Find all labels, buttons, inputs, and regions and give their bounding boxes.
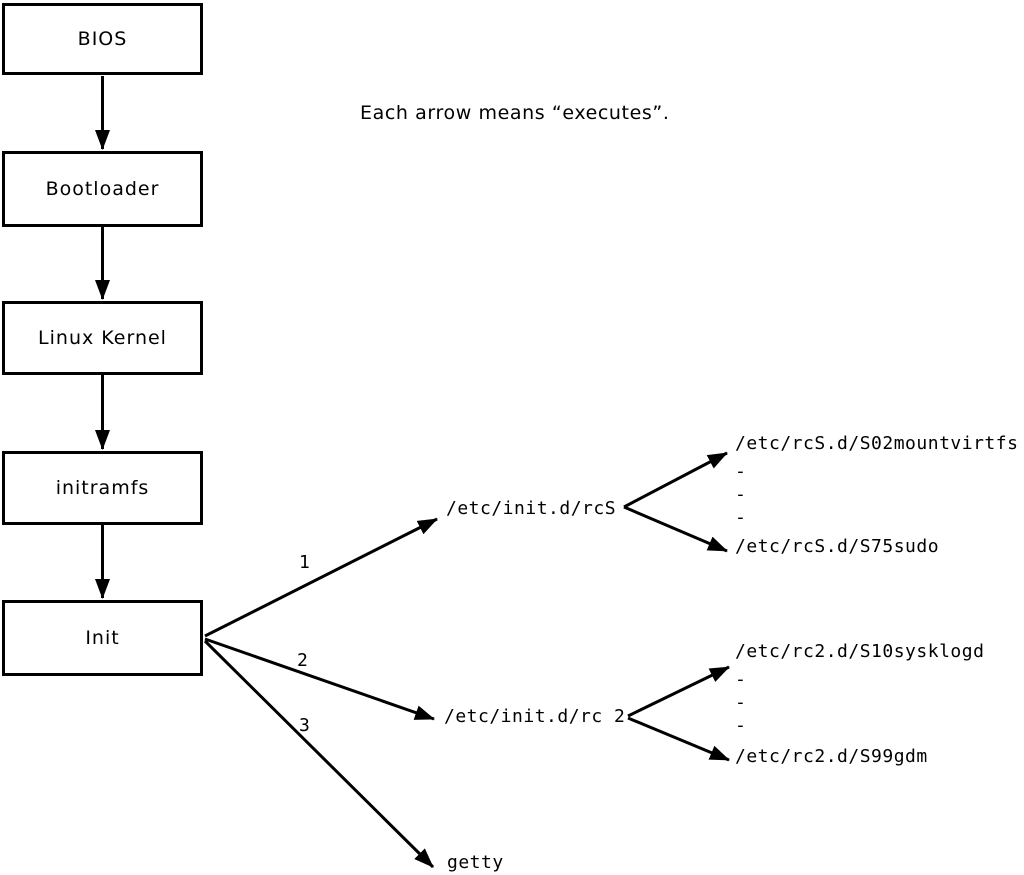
arrow-init-to-rc2 bbox=[204, 637, 435, 721]
arrow-rcs-to-first-script bbox=[623, 451, 728, 509]
node-bootloader-label: Bootloader bbox=[45, 178, 160, 200]
node-linux-kernel: Linux Kernel bbox=[2, 301, 203, 375]
branch-number-1: 1 bbox=[299, 552, 311, 573]
node-initramfs-label: initramfs bbox=[55, 477, 150, 499]
node-bootloader: Bootloader bbox=[2, 151, 203, 227]
rcs-script-last: /etc/rcS.d/S75sudo bbox=[735, 536, 940, 557]
rcs-script-first: /etc/rcS.d/S02mountvirtfs bbox=[735, 433, 1019, 454]
node-bios-label: BIOS bbox=[77, 28, 128, 50]
arrow-rc2-to-last-script bbox=[627, 716, 730, 762]
rcs-script-ellipsis-3: - bbox=[735, 507, 747, 528]
target-rcs-script: /etc/init.d/rcS bbox=[446, 498, 617, 519]
branch-number-2: 2 bbox=[297, 650, 309, 671]
branch-number-3: 3 bbox=[299, 715, 311, 736]
rc2-script-ellipsis-3: - bbox=[735, 715, 747, 736]
rc2-script-last: /etc/rc2.d/S99gdm bbox=[735, 746, 928, 767]
arrow-init-to-rcs bbox=[204, 517, 438, 638]
arrow-rcs-to-last-script bbox=[623, 505, 728, 553]
target-getty: getty bbox=[447, 852, 504, 873]
node-init: Init bbox=[2, 600, 203, 676]
node-init-label: Init bbox=[85, 627, 120, 649]
arrow-init-to-getty bbox=[203, 639, 435, 869]
node-linux-kernel-label: Linux Kernel bbox=[38, 327, 167, 349]
legend-text: Each arrow means “executes”. bbox=[360, 102, 670, 124]
node-bios: BIOS bbox=[2, 3, 203, 75]
rcs-script-ellipsis-2: - bbox=[735, 484, 747, 505]
rc2-script-ellipsis-2: - bbox=[735, 692, 747, 713]
rc2-script-first: /etc/rc2.d/S10sysklogd bbox=[735, 641, 985, 662]
arrow-rc2-to-first-script bbox=[627, 665, 730, 718]
target-rc2-script: /etc/init.d/rc 2 bbox=[444, 706, 626, 727]
node-initramfs: initramfs bbox=[2, 451, 203, 525]
rc2-script-ellipsis-1: - bbox=[735, 669, 747, 690]
rcs-script-ellipsis-1: - bbox=[735, 461, 747, 482]
